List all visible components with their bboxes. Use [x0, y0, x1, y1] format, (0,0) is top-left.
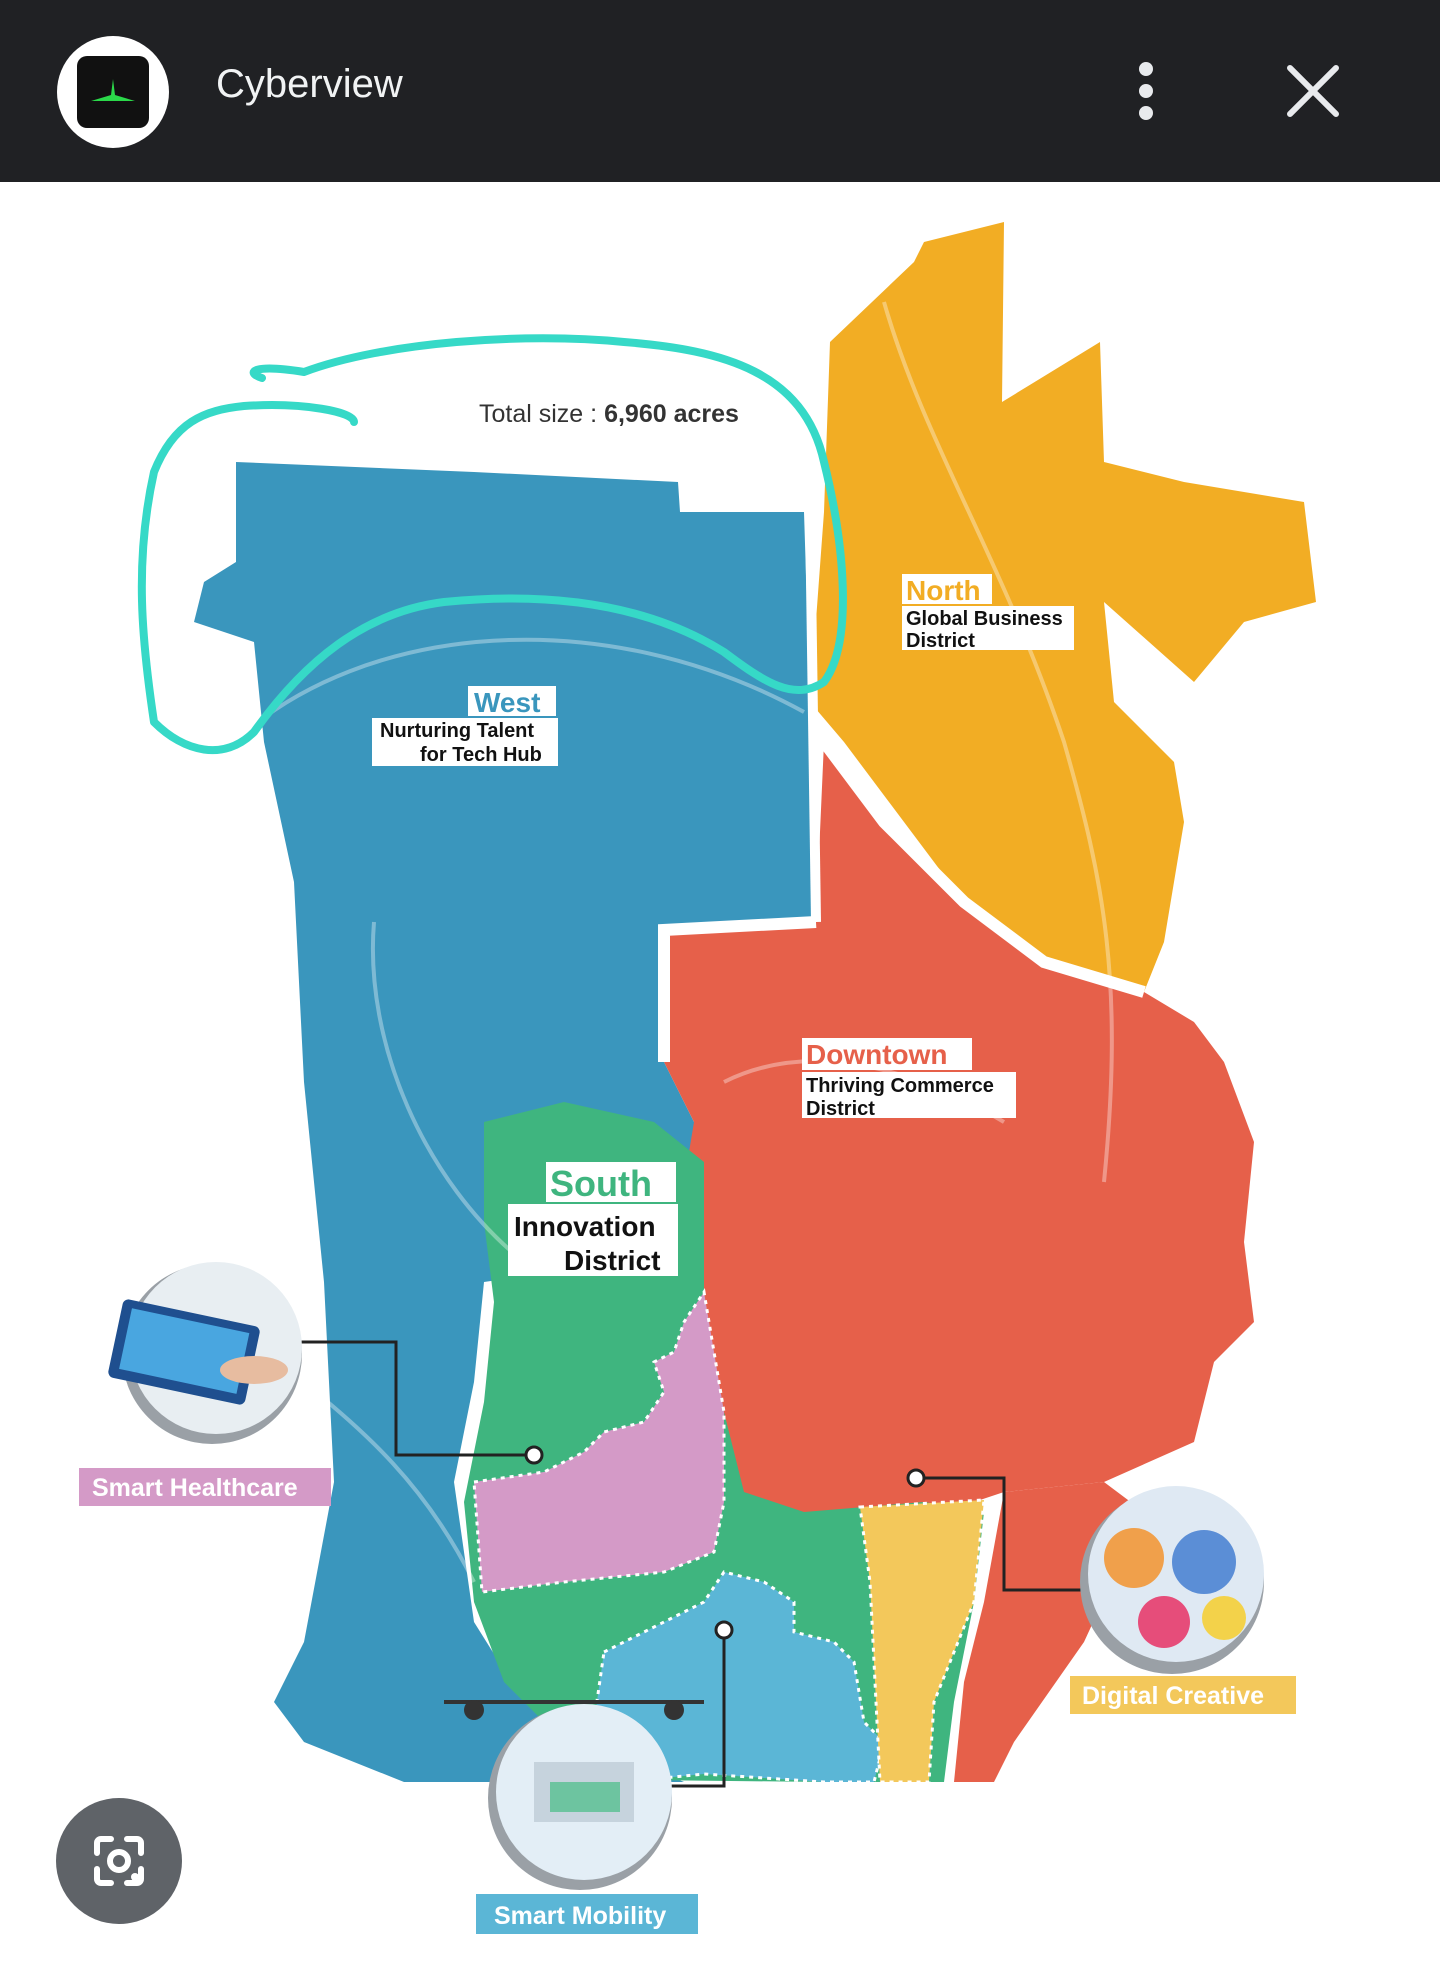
digital-creative-label: Digital Creative: [1082, 1682, 1264, 1710]
west-line1: Nurturing Talent: [380, 720, 534, 742]
google-lens-icon: [94, 1836, 144, 1886]
total-size-label: Total size :: [479, 400, 604, 428]
total-size-value: 6,960 acres: [604, 400, 739, 428]
app-title: Cyberview: [216, 62, 403, 106]
close-icon[interactable]: [1284, 62, 1342, 120]
south-line1: Innovation: [514, 1211, 656, 1242]
south-line2: District: [564, 1245, 660, 1276]
creative-zone: [858, 1498, 986, 1784]
downtown-line1: Thriving Commerce: [806, 1075, 994, 1097]
cyberview-logo-icon: [77, 56, 149, 128]
mobility-zone: [592, 1570, 886, 1784]
svg-text:Total size : 6,960 acres: Total size : 6,960 acres: [479, 400, 739, 428]
cyberview-map: Total size : 6,960 acres North Global Bu…: [79, 222, 1316, 1934]
more-vert-icon[interactable]: [1120, 60, 1172, 122]
hand-drawn-annotation: [137, 334, 847, 755]
downtown-district: [664, 742, 1254, 1542]
digital-creative-illustration: [1080, 1486, 1264, 1674]
smart-mobility-label: Smart Mobility: [494, 1902, 666, 1930]
app-logo[interactable]: [57, 36, 169, 148]
west-name: West: [474, 687, 540, 718]
west-line2: for Tech Hub: [420, 744, 542, 766]
downtown-name: Downtown: [806, 1039, 948, 1070]
smart-healthcare-label: Smart Healthcare: [92, 1474, 298, 1502]
smart-healthcare-illustration: [108, 1262, 302, 1444]
north-line1: Global Business: [906, 608, 1063, 630]
north-name: North: [906, 575, 981, 606]
downtown-line2: District: [806, 1098, 875, 1120]
app-bar: Cyberview: [0, 0, 1440, 182]
road-lines: [232, 301, 1114, 1583]
google-lens-button[interactable]: [56, 1798, 182, 1924]
smart-mobility-illustration: [444, 1700, 704, 1890]
image-viewer: Total size : 6,960 acres North Global Bu…: [4, 182, 1436, 1980]
south-name: South: [550, 1163, 652, 1204]
healthcare-zone: [472, 1288, 726, 1594]
north-line2: District: [906, 630, 975, 652]
